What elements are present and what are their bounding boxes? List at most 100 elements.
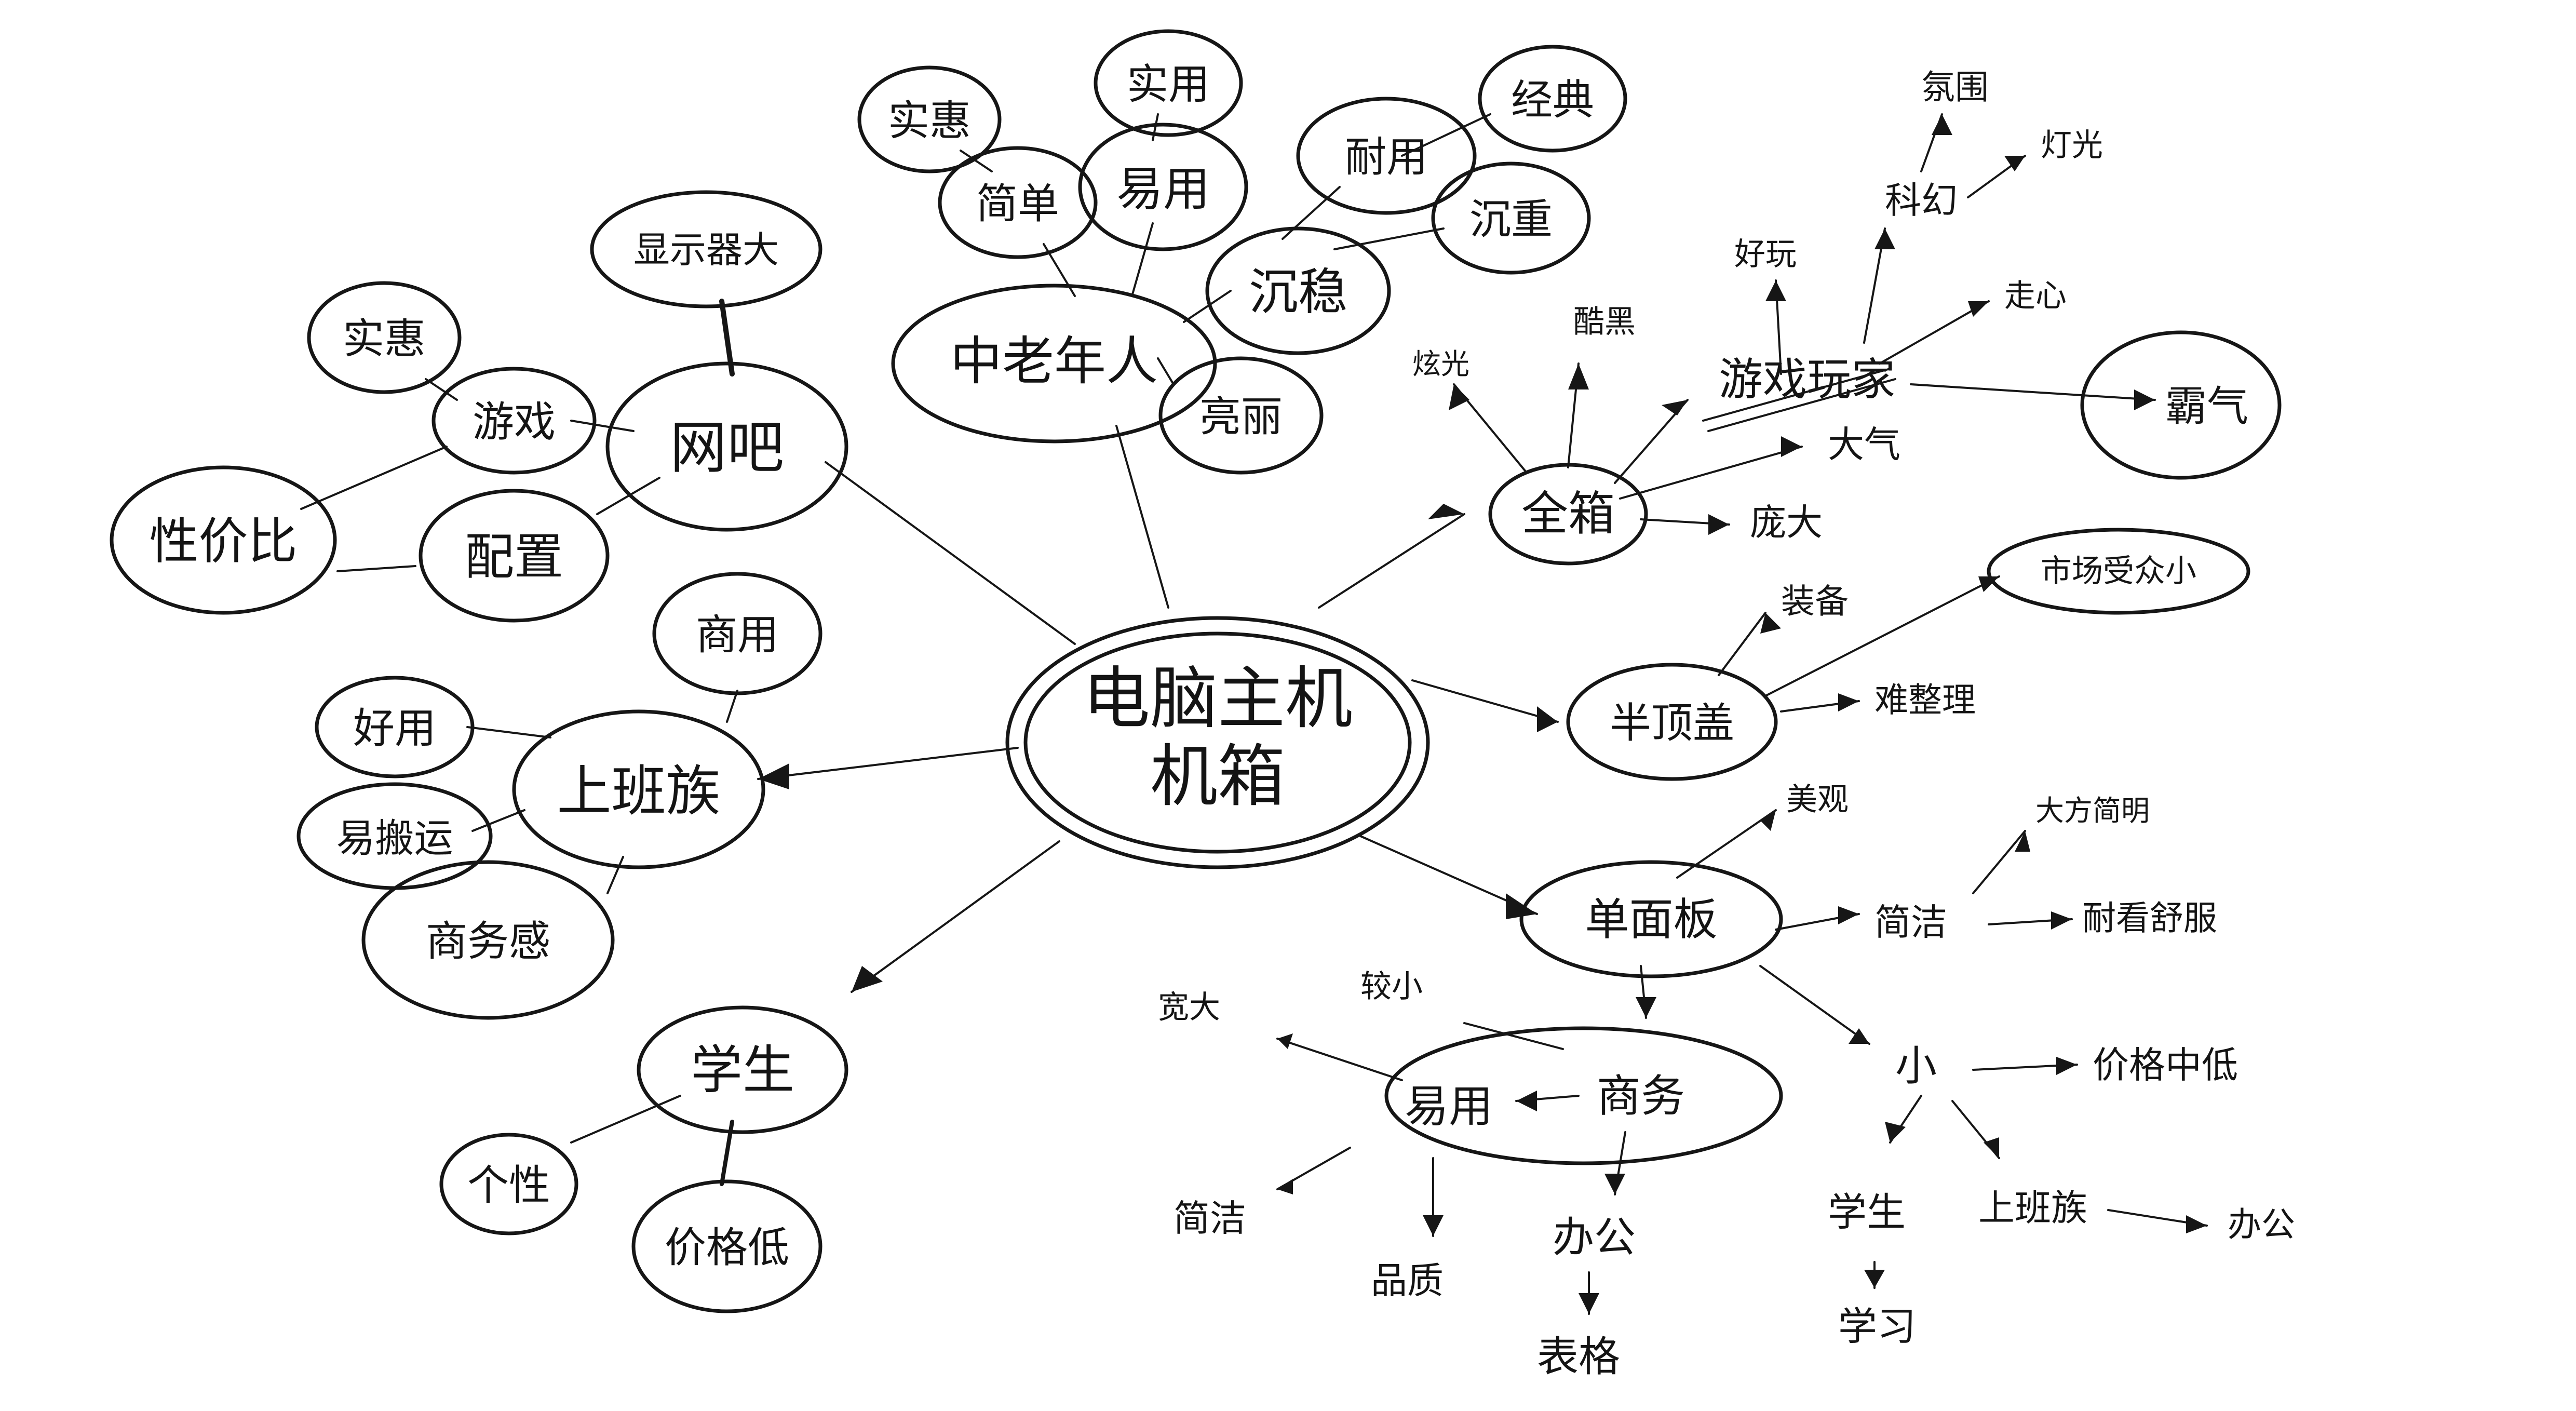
- node-zhonglaonian: 中老年人: [891, 284, 1217, 444]
- arrow-head-icon: [1760, 613, 1781, 634]
- arrow-head-icon: [1984, 1137, 1999, 1158]
- node-label: 上班族: [557, 760, 720, 823]
- node-label: 易用: [1116, 162, 1210, 217]
- edge-shangbanzu-shangyong: [726, 690, 738, 723]
- node-label: 配置: [465, 529, 563, 586]
- edge-quanbao-daqi: [1619, 446, 1803, 500]
- arrow-head-icon: [2186, 1215, 2207, 1233]
- node-label: 单面板: [1585, 894, 1717, 946]
- node-label: 实惠: [343, 315, 426, 363]
- node-label: 半顶盖: [1610, 699, 1734, 747]
- node-shangwugan: 商务感: [361, 860, 615, 1020]
- edge-center-shangbanzu: [757, 747, 1019, 780]
- edge-zhonglaonian-liangli: [1157, 357, 1175, 385]
- oval-nodes: 中老年人 实用 简单 实惠 易用 沉稳 耐用 经典: [110, 29, 2282, 1313]
- node-quanbao: 全箱: [1488, 463, 1648, 566]
- node-naiyong: 耐用: [1296, 97, 1477, 215]
- label-pinzhi: 品质: [1371, 1259, 1444, 1302]
- arrow-heads: [758, 114, 2207, 1314]
- label-jiaoxiao: 较小: [1360, 969, 1423, 1005]
- node-label: 易用: [1405, 1081, 1493, 1133]
- node-label: 性价比: [149, 513, 297, 570]
- arrow-head-icon: [1765, 280, 1786, 301]
- center-oval-outer: [1005, 616, 1430, 869]
- node-chenzhong: 沉重: [1431, 162, 1591, 275]
- node-peizhi: 配置: [419, 489, 610, 623]
- node-xuesheng: 学生: [637, 1005, 848, 1134]
- arrow-head-icon: [1537, 706, 1558, 732]
- label-shiguang: 炫光: [1412, 347, 1469, 381]
- node-label: 显示器大: [633, 229, 779, 271]
- node-danmianban: 单面板: [1519, 860, 1783, 978]
- edge-youxi-shihui: [425, 378, 458, 401]
- edge-jianjie-dafang: [1972, 830, 2026, 894]
- node-youxi: 游戏: [431, 367, 597, 475]
- edge-youxi-xingjiabi: [300, 446, 448, 510]
- arrow-head-icon: [852, 966, 883, 992]
- arrow-head-icon: [1423, 1215, 1444, 1236]
- node-yibanyun: 易搬运: [296, 782, 493, 890]
- edge-zhonglaonian-yiyong: [1131, 222, 1154, 297]
- arrow-head-icon: [1864, 1270, 1885, 1288]
- label-fenwei: 氛围: [1921, 68, 1989, 107]
- edge-center-wangba: [825, 461, 1076, 645]
- arrow-head-icon: [1428, 504, 1464, 519]
- node-label: 网吧: [670, 414, 784, 481]
- label-biaoge: 表格: [1537, 1333, 1620, 1381]
- node-label: 个性: [467, 1161, 550, 1210]
- label-zhuangbei: 装备: [1781, 582, 1849, 621]
- edge-jiandan-shihui: [960, 150, 993, 172]
- underline-marks: [1702, 368, 1896, 432]
- arrow-head-icon: [1885, 1122, 1906, 1143]
- node-shihui-a: 实惠: [857, 65, 1002, 173]
- label-pangda: 庞大: [1750, 501, 1823, 544]
- node-shihui-b: 实惠: [307, 281, 462, 394]
- arrow-head-icon: [1708, 514, 1729, 535]
- label-shangbanzu-b: 上班族: [1978, 1187, 2087, 1229]
- label-jianjie-a: 简洁: [1874, 901, 1947, 944]
- node-baqi: 霸气: [2080, 330, 2282, 480]
- label-haowan: 好玩: [1734, 236, 1797, 273]
- edge-center-zhonglaonian: [1115, 425, 1169, 609]
- label-daqi: 大气: [1828, 423, 1900, 466]
- arrow-head-icon: [2051, 911, 2072, 930]
- node-haoyong: 好用: [315, 676, 475, 778]
- node-xingjiabi: 性价比: [110, 465, 337, 615]
- node-label: 亮丽: [1199, 393, 1283, 441]
- node-label: 简单: [976, 180, 1059, 228]
- label-xuesheng-b: 学生: [1828, 1189, 1906, 1235]
- label-naikan: 耐看舒服: [2082, 899, 2217, 938]
- node-gexing: 个性: [439, 1133, 578, 1235]
- label-dafangjianming: 大方简明: [2035, 794, 2150, 827]
- node-label: 游戏: [473, 398, 556, 446]
- edge-shangbanzu-haoyong: [466, 726, 551, 738]
- node-label: 耐用: [1345, 133, 1428, 181]
- node-label: 经典: [1511, 76, 1594, 124]
- label-bangong-b: 办公: [2228, 1205, 2295, 1244]
- arrow-head-icon: [1849, 1028, 1869, 1044]
- label-xuexi: 学习: [1838, 1304, 1916, 1349]
- node-shiyong-a: 实用: [1094, 29, 1243, 137]
- arrow-head-icon: [1968, 301, 1989, 317]
- arrow-head-icon: [1662, 400, 1688, 415]
- edge-wangba-youxi: [570, 420, 635, 432]
- label-xiao: 小: [1895, 1042, 1937, 1090]
- arrow-head-icon: [2004, 156, 2025, 171]
- edge-yiyong-shiyong: [1152, 113, 1159, 141]
- arrow-head-icon: [2056, 1057, 2077, 1075]
- edge-banjiaogai-shichang: [1764, 575, 2000, 697]
- arrow-head-icon: [1516, 1091, 1537, 1111]
- edge-peizhi-xingjiabi: [336, 565, 416, 572]
- arrow-head-icon: [1449, 384, 1469, 410]
- edge-youxiwanjia-zouxin: [1879, 300, 1990, 365]
- node-label: 实惠: [888, 97, 971, 145]
- arrow-head-icon: [1636, 997, 1656, 1018]
- arrow-head-icon: [1838, 693, 1859, 711]
- center-label-line1: 电脑主机: [1083, 659, 1353, 738]
- center-node: 电脑主机 机箱: [1005, 616, 1430, 869]
- label-zouxin: 走心: [2004, 278, 2067, 314]
- center-label-line2: 机箱: [1150, 737, 1285, 816]
- node-jiandan: 简单: [938, 146, 1098, 259]
- node-shangwu: 商务 易用: [1384, 1026, 1783, 1165]
